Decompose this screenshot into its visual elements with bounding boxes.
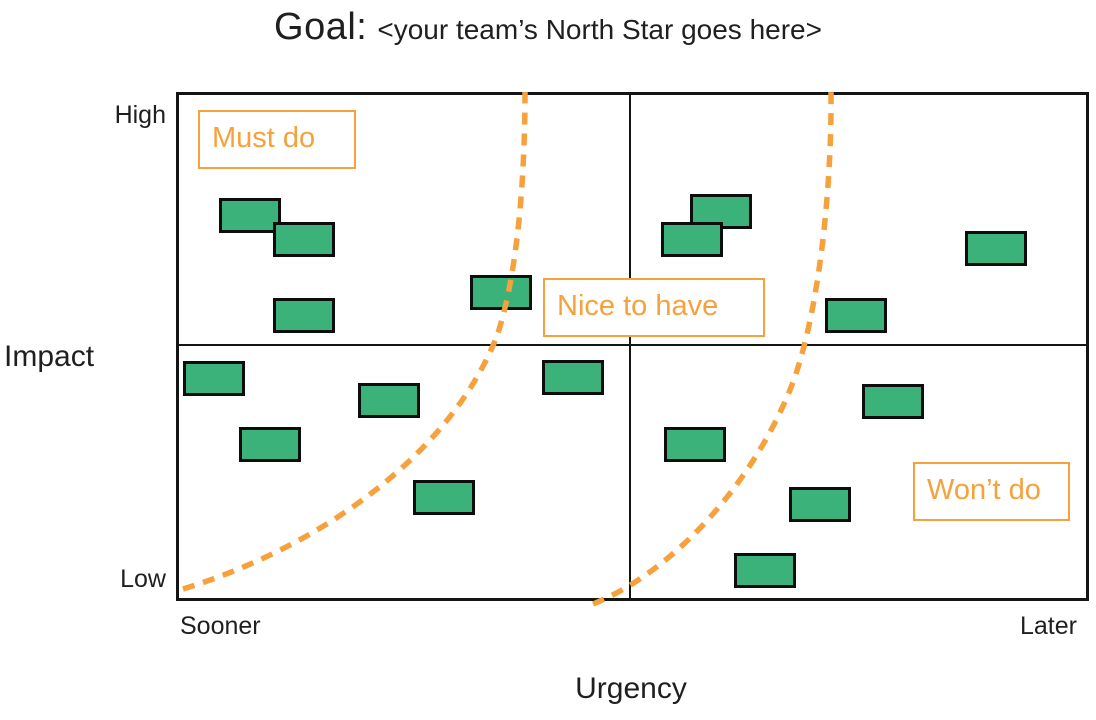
sticky-note-wont-do[interactable] bbox=[664, 427, 726, 462]
x-axis-tick-sooner: Sooner bbox=[180, 612, 261, 640]
sticky-note-nice-to-have[interactable] bbox=[661, 222, 723, 257]
sticky-note-must-do[interactable] bbox=[219, 198, 281, 233]
x-axis-tick-later: Later bbox=[1020, 612, 1077, 640]
sticky-note-low-sooner[interactable] bbox=[542, 360, 604, 395]
sticky-note-nice-to-have[interactable] bbox=[965, 231, 1027, 266]
y-axis-tick-low: Low bbox=[120, 565, 166, 593]
sticky-note-low-sooner[interactable] bbox=[183, 361, 245, 396]
sticky-note-wont-do[interactable] bbox=[862, 384, 924, 419]
y-axis-tick-high: High bbox=[114, 101, 166, 129]
sticky-note-low-sooner[interactable] bbox=[358, 383, 420, 418]
y-axis-label: Impact bbox=[4, 340, 95, 373]
goal-placeholder-text: <your team’s North Star goes here> bbox=[377, 14, 822, 45]
page-title: Goal: <your team’s North Star goes here> bbox=[0, 6, 1096, 49]
sticky-note-wont-do[interactable] bbox=[789, 487, 851, 522]
sticky-note-must-do[interactable] bbox=[470, 275, 532, 310]
sticky-note-must-do[interactable] bbox=[273, 222, 335, 257]
goal-label: Goal: bbox=[274, 6, 368, 48]
sticky-note-wont-do[interactable] bbox=[734, 553, 796, 588]
sticky-note-low-sooner[interactable] bbox=[413, 480, 475, 515]
quadrant-label-wont-do[interactable]: Won’t do bbox=[913, 462, 1070, 521]
sticky-note-must-do[interactable] bbox=[273, 298, 335, 333]
sticky-note-nice-to-have[interactable] bbox=[825, 298, 887, 333]
x-axis-label: Urgency bbox=[575, 672, 687, 705]
sticky-note-low-sooner[interactable] bbox=[239, 427, 301, 462]
